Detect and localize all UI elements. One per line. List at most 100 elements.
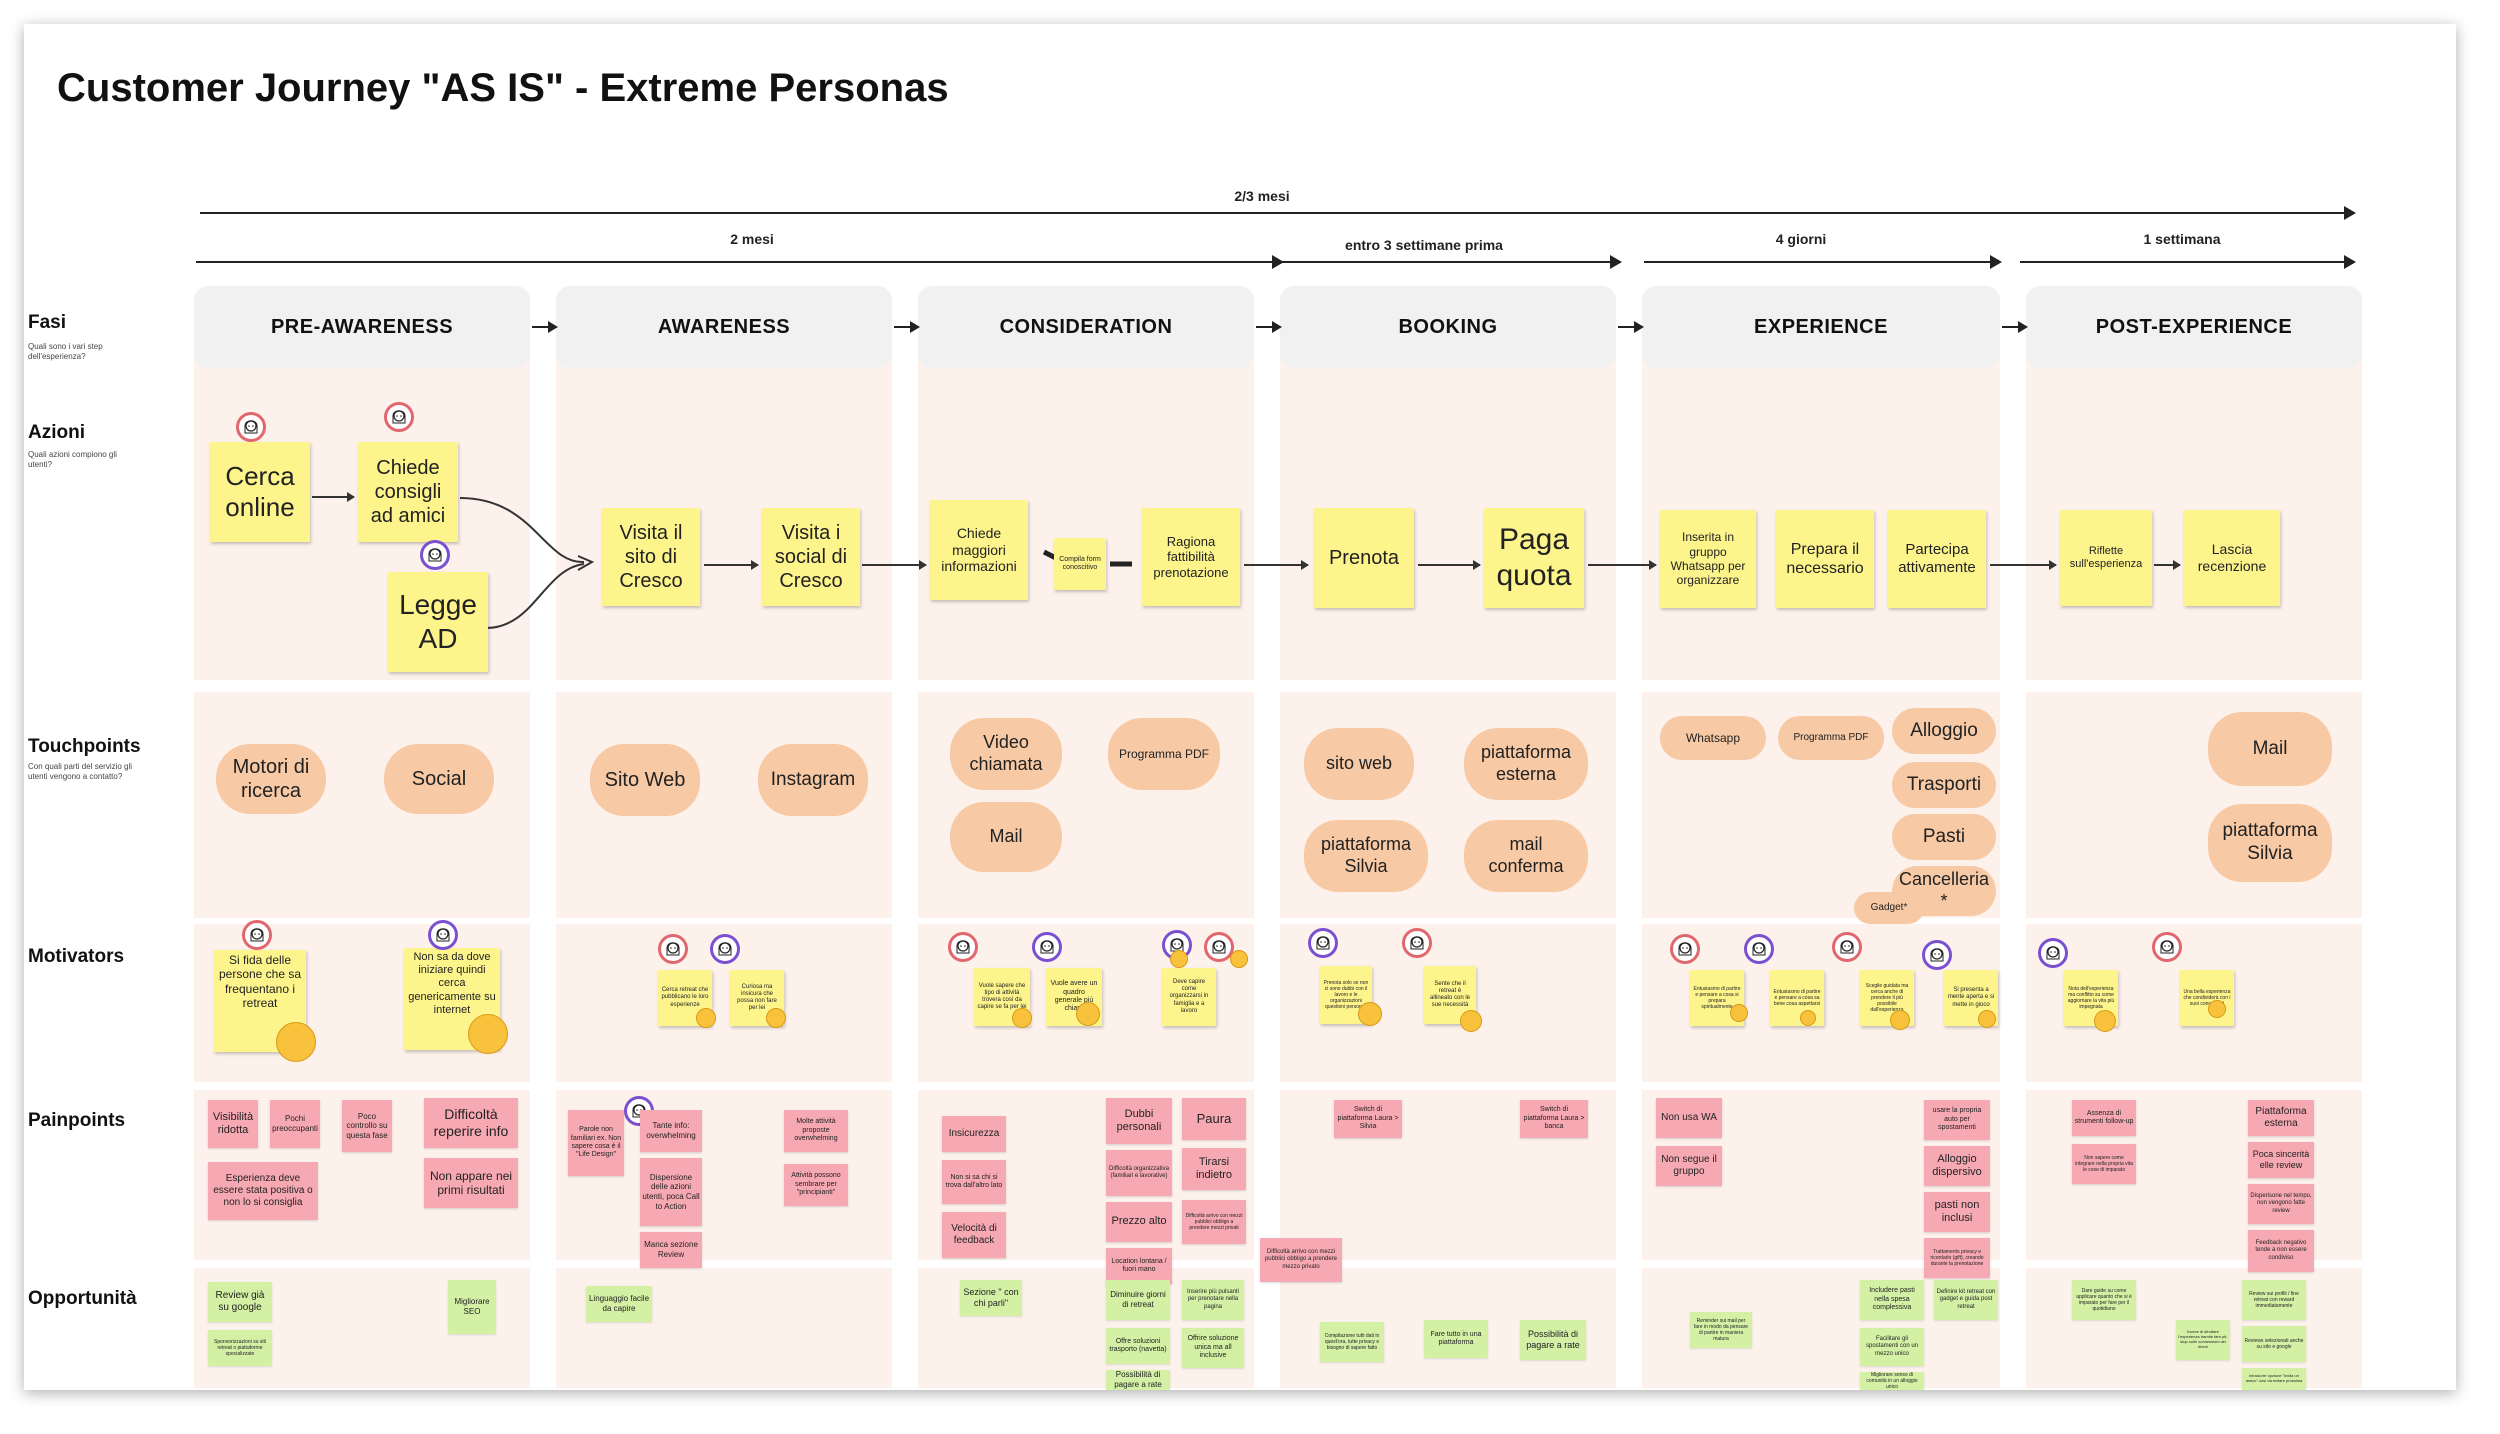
painpoint-dispersione-tempo[interactable]: Disperisone nel tempo, non vengono fatte… — [2248, 1184, 2314, 1224]
touchpoint-mail-conferma[interactable]: mail conferma — [1464, 820, 1588, 892]
opportunity-sponsorizzazioni[interactable]: Sponsorizzazioni su siti retreat o piatt… — [208, 1330, 272, 1366]
touchpoint-instagram[interactable]: Instagram — [758, 744, 868, 816]
painpoint-velocita[interactable]: Velocità di feedback — [942, 1212, 1006, 1258]
phase-consideration[interactable]: CONSIDERATION — [918, 286, 1254, 368]
painpoint-location[interactable]: Location lontana / fuori mano — [1106, 1248, 1172, 1284]
action-inserita-gruppo[interactable]: Inserita in gruppo Whatsapp per organizz… — [1660, 510, 1756, 608]
phase-experience[interactable]: EXPERIENCE — [1642, 286, 2000, 368]
phase-post-experience[interactable]: POST-EXPERIENCE — [2026, 286, 2362, 368]
painpoint-esperienza-positiva[interactable]: Esperienza deve essere stata positiva o … — [208, 1162, 318, 1220]
opportunity-sezione[interactable]: Sezione " con chi parli" — [960, 1280, 1022, 1316]
action-chiede-info[interactable]: Chiede maggiori informazioni — [930, 500, 1028, 600]
phase-pre-awareness[interactable]: PRE-AWARENESS — [194, 286, 530, 368]
painpoint-propria-auto[interactable]: usare la propria auto per spostamenti — [1924, 1100, 1990, 1140]
painpoint-manca-review[interactable]: Manca sezione Review — [640, 1232, 702, 1268]
touchpoint-whatsapp[interactable]: Whatsapp — [1660, 716, 1766, 760]
painpoint-assenza-strumenti[interactable]: Assenza di strumenti follow-up — [2072, 1100, 2136, 1136]
opportunity-diminuire-giorni[interactable]: Diminuire giorni di retreat — [1106, 1280, 1170, 1320]
opportunity-pit-stop[interactable]: Invece di sfruttare l'esperienza tramite… — [2176, 1320, 2230, 1360]
opportunity-una-piattaforma[interactable]: Fare tutto in una piattaforma — [1424, 1320, 1488, 1358]
touchpoint-piattaforma-esterna[interactable]: piattaforma esterna — [1464, 728, 1588, 800]
touchpoint-social[interactable]: Social — [384, 744, 494, 814]
painpoint-pasti-non-inclusi[interactable]: pasti non inclusi — [1924, 1192, 1990, 1232]
opportunity-invita-amico[interactable]: Introdurre opzione "invita un amico" cos… — [2242, 1368, 2306, 1390]
action-riflette[interactable]: Riflette sull'esperienza — [2060, 510, 2152, 606]
opportunity-compilazione[interactable]: Compilazione tutti dati in quest'ora, tu… — [1320, 1322, 1384, 1362]
action-visita-sito[interactable]: Visita il sito di Cresco — [602, 508, 700, 606]
painpoint-parole[interactable]: Parole non familiari ex. Non sapere cosa… — [568, 1110, 624, 1176]
action-ragiona[interactable]: Ragiona fattibilità prenotazione — [1142, 508, 1240, 606]
opportunity-reminder[interactable]: Reminder sui mail per fare in modo da pe… — [1690, 1312, 1752, 1348]
action-prenota[interactable]: Prenota — [1314, 508, 1414, 608]
painpoint-principianti[interactable]: Attività possono sembrare per "principia… — [784, 1164, 848, 1206]
painpoint-non-usa-wa[interactable]: Non usa WA — [1656, 1098, 1722, 1138]
motivator-bella-esperienza[interactable]: Una bella esperienza che condividerà con… — [2180, 970, 2234, 1026]
opportunity-reviews-sito[interactable]: Reviews selezionati anche su sito e goog… — [2242, 1326, 2306, 1362]
painpoint-difficolta-info[interactable]: Difficoltà reperire info — [424, 1098, 518, 1148]
painpoint-molte-attivita[interactable]: Molte attività proposte overwhelming — [784, 1110, 848, 1152]
painpoint-pochi[interactable]: Pochi preoccupanti — [270, 1100, 320, 1148]
opportunity-guide[interactable]: Dare guide su come applicare quanto che … — [2072, 1280, 2136, 1320]
touchpoint-motori[interactable]: Motori di ricerca — [216, 744, 326, 814]
action-visita-social[interactable]: Visita i social di Cresco — [762, 508, 860, 606]
touchpoint-mail-post[interactable]: Mail — [2208, 712, 2332, 786]
action-partecipa[interactable]: Partecipa attivamente — [1888, 510, 1986, 608]
painpoint-paura[interactable]: Paura — [1182, 1098, 1246, 1140]
phase-awareness[interactable]: AWARENESS — [556, 286, 892, 368]
touchpoint-sito-web[interactable]: Sito Web — [590, 744, 700, 816]
touchpoint-alloggio[interactable]: Alloggio — [1892, 708, 1996, 754]
opportunity-pulsanti[interactable]: Inserire più pulsanti per prenotare nell… — [1182, 1280, 1244, 1320]
painpoint-tirarsi[interactable]: Tirarsi indietro — [1182, 1148, 1246, 1190]
painpoint-tante-info[interactable]: Tante info: overwhelming — [640, 1110, 702, 1152]
touchpoint-gadget[interactable]: Gadget* — [1854, 892, 1924, 924]
painpoint-difficolta-arrivo-2[interactable]: Difficoltà arrivo con mezzi pubblici obb… — [1260, 1238, 1342, 1282]
painpoint-non-segue[interactable]: Non segue il gruppo — [1656, 1146, 1722, 1186]
painpoint-privacy[interactable]: Trattamento privacy e ricordarlo (gift),… — [1924, 1238, 1990, 1278]
touchpoint-programma-pdf[interactable]: Programma PDF — [1108, 718, 1220, 790]
motivator-deve-capire[interactable]: Deve capire come organizzarsi in famigli… — [1162, 968, 1216, 1026]
action-legge-ad[interactable]: Legge AD — [388, 572, 488, 672]
action-lascia-recenzione[interactable]: Lascia recenzione — [2184, 510, 2280, 606]
opportunity-kit-retreat[interactable]: Definire kit retreat con gadget e guida … — [1934, 1280, 1998, 1320]
opportunity-comunita[interactable]: Migliorare senso di comunità in un allog… — [1860, 1372, 1924, 1390]
touchpoint-pasti[interactable]: Pasti — [1892, 814, 1996, 860]
touchpoint-mail[interactable]: Mail — [950, 802, 1062, 872]
painpoint-difficolta-arrivo[interactable]: Difficoltà arrivo con mezzi pubblici obb… — [1182, 1200, 1246, 1244]
action-cerca-online[interactable]: Cerca online — [210, 442, 310, 542]
motivator-si-fida[interactable]: Si fida delle persone che sa frequentano… — [214, 950, 306, 1052]
painpoint-poco-controllo[interactable]: Poco controllo su questa fase — [342, 1100, 392, 1152]
painpoint-difficolta-organizzativa[interactable]: Difficoltà organizzativa (familiari e la… — [1106, 1150, 1172, 1196]
painpoint-alloggio-dispersivo[interactable]: Alloggio dispersivo — [1924, 1146, 1990, 1186]
painpoint-non-si-sa[interactable]: Non si sa chi si trova dall'altro lato — [942, 1160, 1006, 1204]
painpoint-switch-silvia[interactable]: Switch di piattaforma Laura > Silvia — [1334, 1100, 1402, 1138]
opportunity-review-profili[interactable]: Review sui profili / fine retreat con re… — [2242, 1280, 2306, 1320]
touchpoint-trasporti[interactable]: Trasporti — [1892, 762, 1996, 808]
painpoint-insicurezza[interactable]: Insicurezza — [942, 1116, 1006, 1152]
touchpoint-programma-pdf-experience[interactable]: Programma PDF — [1778, 716, 1884, 760]
opportunity-review-google[interactable]: Review già su google — [208, 1282, 272, 1322]
opportunity-trasporto[interactable]: Offre soluzioni trasporto (navetta) — [1106, 1328, 1170, 1364]
painpoint-feedback-negativo[interactable]: Feedback negativo tende a non essere con… — [2248, 1230, 2314, 1272]
phase-booking[interactable]: BOOKING — [1280, 286, 1616, 368]
painpoint-dubbi[interactable]: Dubbi personali — [1106, 1098, 1172, 1144]
painpoint-primi-risultati[interactable]: Non appare nei primi risultati — [424, 1158, 518, 1208]
painpoint-visibilita[interactable]: Visibilità ridotta — [208, 1100, 258, 1148]
painpoint-piattaforma-esterna[interactable]: Piattaforma esterna — [2248, 1100, 2314, 1136]
touchpoint-video-chiamata[interactable]: Video chiamata — [950, 718, 1062, 790]
opportunity-linguaggio[interactable]: Linguaggio facile da capire — [586, 1286, 652, 1322]
painpoint-dispersione[interactable]: Dispersione delle azioni utenti, poca Ca… — [640, 1158, 702, 1226]
painpoint-switch-banca[interactable]: Switch di piattaforma Laura > banca — [1520, 1100, 1588, 1138]
action-paga-quota[interactable]: Paga quota — [1484, 508, 1584, 608]
painpoint-prezzo[interactable]: Prezzo alto — [1106, 1202, 1172, 1242]
touchpoint-sito-web-booking[interactable]: sito web — [1304, 728, 1414, 800]
painpoint-poca-sincerita[interactable]: Poca sincerità elle review — [2248, 1142, 2314, 1178]
touchpoint-piattaforma-silvia-post[interactable]: piattaforma Silvia — [2208, 804, 2332, 882]
touchpoint-piattaforma-silvia[interactable]: piattaforma Silvia — [1304, 820, 1428, 892]
touchpoint-cancelleria[interactable]: Cancelleria * — [1892, 866, 1996, 916]
action-prepara[interactable]: Prepara il necessario — [1776, 510, 1874, 608]
opportunity-includere-pasti[interactable]: Includere pasti nella spesa complessiva — [1860, 1280, 1924, 1320]
opportunity-soluzione-unica[interactable]: Offrire soluzione unica ma all inclusive — [1182, 1328, 1244, 1368]
opportunity-pagare-rate[interactable]: Possibilità di pagare a rate — [1106, 1370, 1170, 1390]
action-compila-form[interactable]: Compila form conoscitivo — [1054, 538, 1106, 590]
opportunity-pagare-rate-booking[interactable]: Possibilità di pagare a rate — [1520, 1320, 1586, 1360]
